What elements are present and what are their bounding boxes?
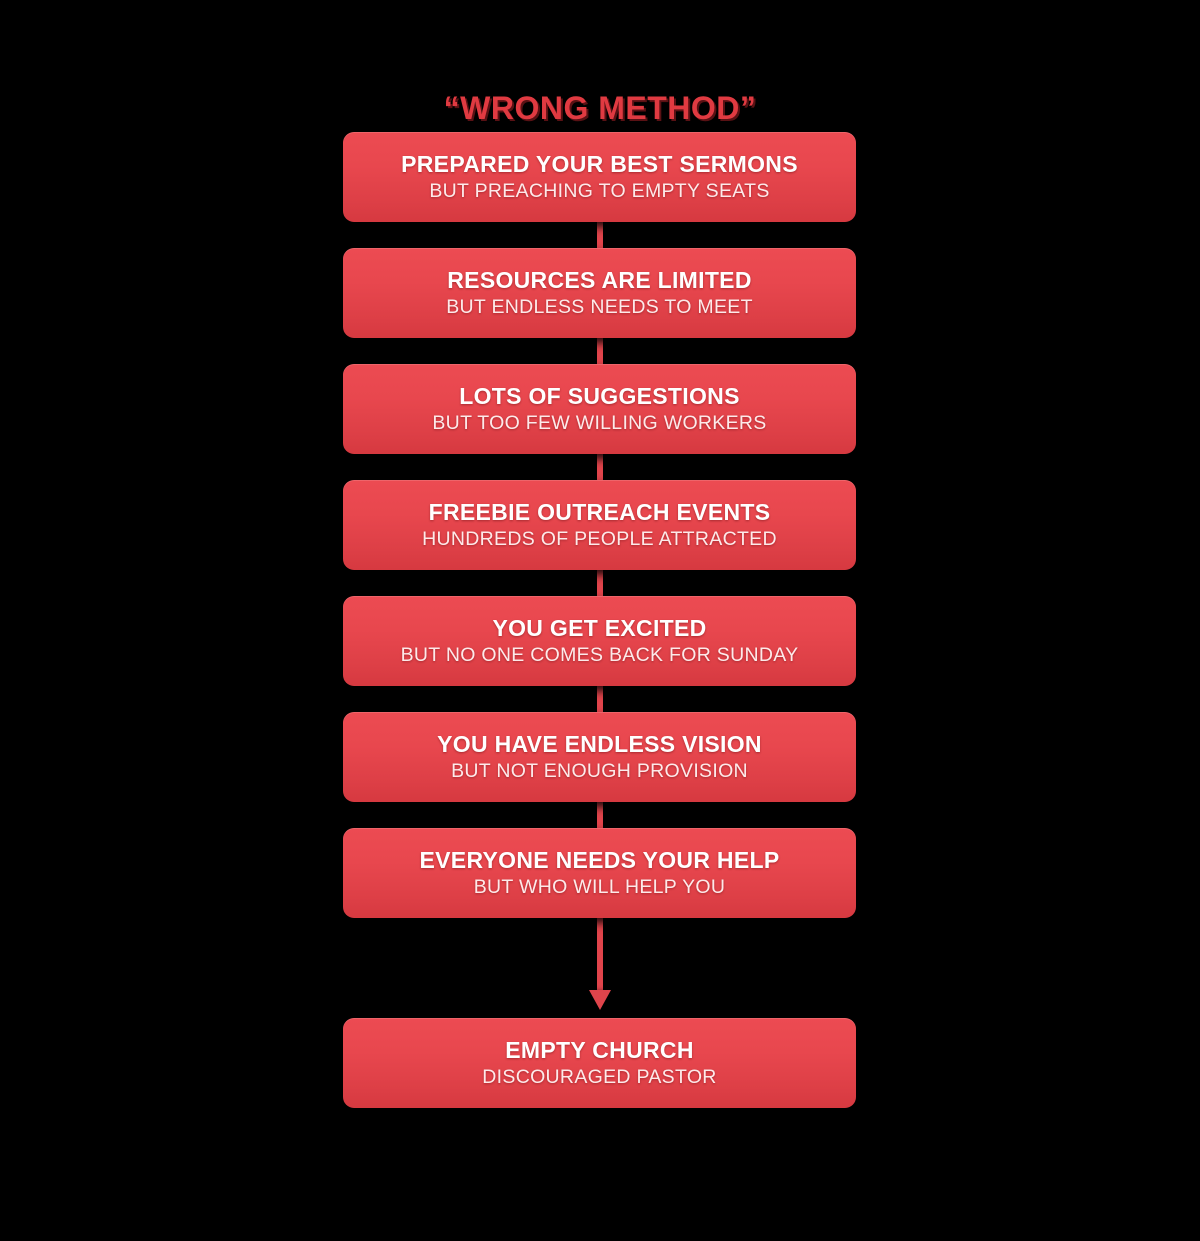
flow-node-title: EVERYONE NEEDS YOUR HELP xyxy=(419,847,780,874)
arrow-down-icon xyxy=(588,990,611,1010)
flow-node-subtitle: BUT TOO FEW WILLING WORKERS xyxy=(432,411,767,434)
flow-node-1: PREPARED YOUR BEST SERMONS BUT PREACHING… xyxy=(343,132,856,222)
connector-3-4 xyxy=(343,452,856,482)
flow-node-subtitle: HUNDREDS OF PEOPLE ATTRACTED xyxy=(422,527,777,550)
flow-node-title: PREPARED YOUR BEST SERMONS xyxy=(401,151,798,178)
flow-node-7: EVERYONE NEEDS YOUR HELP BUT WHO WILL HE… xyxy=(343,828,856,918)
flow-node-5: YOU GET EXCITED BUT NO ONE COMES BACK FO… xyxy=(343,596,856,686)
flow-node-title: LOTS OF SUGGESTIONS xyxy=(459,383,740,410)
flow-node-8: EMPTY CHURCH DISCOURAGED PASTOR xyxy=(343,1018,856,1108)
flow-node-title: EMPTY CHURCH xyxy=(505,1037,694,1064)
flow-node-title: YOU GET EXCITED xyxy=(492,615,707,642)
connector-6-7 xyxy=(343,800,856,830)
flow-node-subtitle: BUT PREACHING TO EMPTY SEATS xyxy=(429,179,770,202)
flow-node-subtitle: BUT NOT ENOUGH PROVISION xyxy=(451,759,748,782)
flow-node-subtitle: DISCOURAGED PASTOR xyxy=(482,1065,717,1088)
flow-node-subtitle: BUT WHO WILL HELP YOU xyxy=(473,875,726,898)
connector-4-5 xyxy=(343,568,856,598)
vertical-line-connector-icon xyxy=(596,220,603,250)
connector-5-6 xyxy=(343,684,856,714)
vertical-line-connector-icon xyxy=(596,916,603,994)
vertical-line-connector-icon xyxy=(596,800,603,830)
flowchart-heading: “WRONG METHOD” xyxy=(443,90,757,126)
connector-7-8 xyxy=(343,916,856,1018)
flow-node-stack: PREPARED YOUR BEST SERMONS BUT PREACHING… xyxy=(343,132,856,1108)
flow-node-title: YOU HAVE ENDLESS VISION xyxy=(437,731,762,758)
vertical-line-connector-icon xyxy=(596,568,603,598)
flow-node-title: FREEBIE OUTREACH EVENTS xyxy=(428,499,771,526)
flow-node-2: RESOURCES ARE LIMITED BUT ENDLESS NEEDS … xyxy=(343,248,856,338)
connector-1-2 xyxy=(343,220,856,250)
vertical-line-connector-icon xyxy=(596,684,603,714)
connector-2-3 xyxy=(343,336,856,366)
flow-node-title: RESOURCES ARE LIMITED xyxy=(447,267,752,294)
flow-node-4: FREEBIE OUTREACH EVENTS HUNDREDS OF PEOP… xyxy=(343,480,856,570)
flow-node-6: YOU HAVE ENDLESS VISION BUT NOT ENOUGH P… xyxy=(343,712,856,802)
flow-node-subtitle: BUT NO ONE COMES BACK FOR SUNDAY xyxy=(400,643,799,666)
flow-node-subtitle: BUT ENDLESS NEEDS TO MEET xyxy=(446,295,753,318)
flow-node-3: LOTS OF SUGGESTIONS BUT TOO FEW WILLING … xyxy=(343,364,856,454)
vertical-line-connector-icon xyxy=(596,336,603,366)
vertical-line-connector-icon xyxy=(596,452,603,482)
